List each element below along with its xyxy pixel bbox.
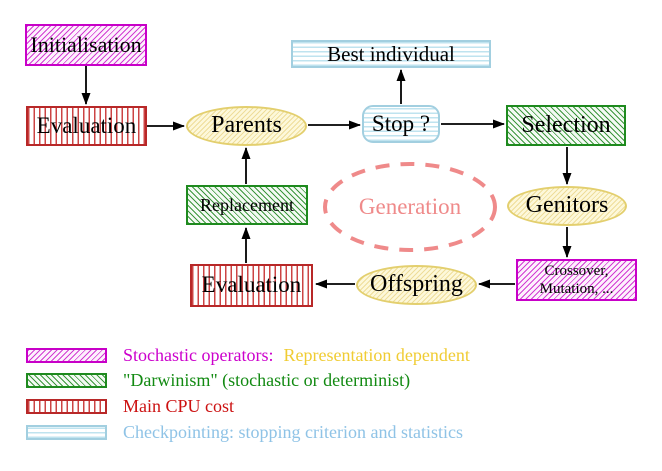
crossover-line1: Crossover, xyxy=(544,263,609,279)
node-best-individual: Best individual xyxy=(291,40,491,68)
node-initialisation: Initialisation xyxy=(25,24,147,66)
legend-label-darwinism: "Darwinism" (stochastic or determinist) xyxy=(123,370,411,390)
legend-item-darwinism: "Darwinism" (stochastic or determinist) xyxy=(26,370,411,390)
legend-item-stochastic-operators: Stochastic operators: Representation dep… xyxy=(26,345,470,365)
legend-item-main-cpu-cost: Main CPU cost xyxy=(26,396,235,416)
node-offspring: Offspring xyxy=(356,265,477,305)
legend-label-main-cpu-cost: Main CPU cost xyxy=(123,396,235,416)
swatch-checkpointing xyxy=(26,425,107,440)
legend-item-checkpointing: Checkpointing: stopping criterion and st… xyxy=(26,422,463,442)
node-replacement: Replacement xyxy=(186,185,308,225)
node-stop: Stop ? xyxy=(362,105,440,143)
node-evaluation-top: Evaluation xyxy=(26,106,147,146)
legend-label-checkpointing: Checkpointing: stopping criterion and st… xyxy=(123,422,463,442)
legend-label-stochastic-operators: Stochastic operators: xyxy=(123,345,274,365)
node-parents: Parents xyxy=(186,106,307,146)
node-genitors: Genitors xyxy=(507,186,627,226)
swatch-stochastic-operators xyxy=(26,348,107,363)
crossover-line2: Mutation, ... xyxy=(539,281,614,297)
swatch-darwinism xyxy=(26,373,107,388)
node-selection: Selection xyxy=(506,105,626,146)
generation-label: Generation xyxy=(358,194,462,219)
node-crossover-mutation: Crossover, Mutation, ... xyxy=(516,259,637,301)
node-evaluation-bottom: Evaluation xyxy=(190,264,313,307)
swatch-main-cpu-cost xyxy=(26,399,107,414)
legend-label-representation-dependent: Representation dependent xyxy=(283,345,470,365)
